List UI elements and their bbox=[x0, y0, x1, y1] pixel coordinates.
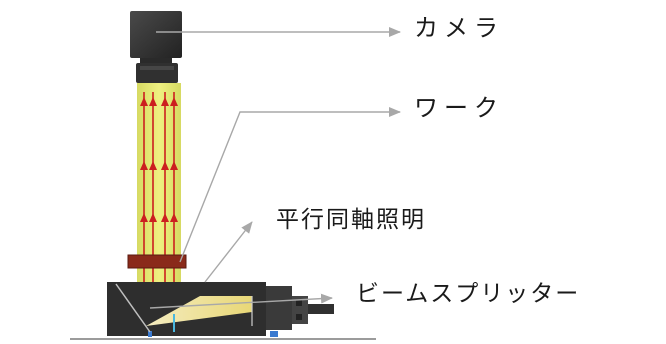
work-plate bbox=[127, 254, 187, 269]
label-coaxial-light: 平行同軸照明 bbox=[276, 207, 426, 233]
leader-coaxial bbox=[204, 221, 253, 283]
beam-splitter-mirror bbox=[115, 283, 151, 333]
label-work: ワーク bbox=[414, 94, 504, 122]
leader-lines bbox=[149, 27, 401, 309]
ray-arrowheads bbox=[140, 97, 178, 222]
label-beam-splitter: ビームスプリッター bbox=[356, 281, 581, 307]
coaxial-light-unit-icon bbox=[107, 282, 334, 337]
leader-beam-splitter bbox=[149, 293, 333, 309]
leader-work bbox=[179, 107, 401, 263]
camera-icon bbox=[130, 11, 182, 83]
label-camera: カメラ bbox=[414, 14, 504, 42]
